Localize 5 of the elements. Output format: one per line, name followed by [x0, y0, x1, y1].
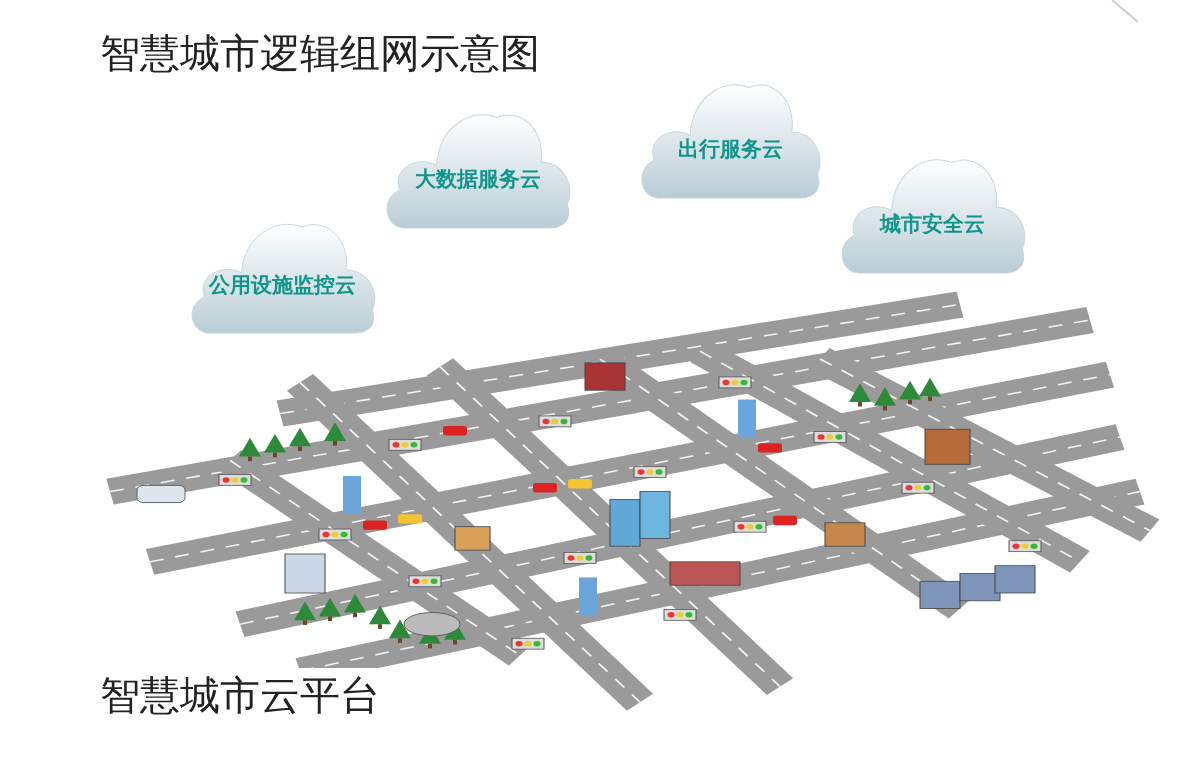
- diagram-title: 智慧城市逻辑组网示意图: [100, 29, 540, 78]
- cloud-label: 城市安全云: [878, 210, 986, 238]
- cloud-label: 公用设施监控云: [208, 272, 357, 299]
- cloud-label: 出行服务云: [676, 135, 784, 163]
- cloud-label: 大数据服务云: [413, 165, 542, 193]
